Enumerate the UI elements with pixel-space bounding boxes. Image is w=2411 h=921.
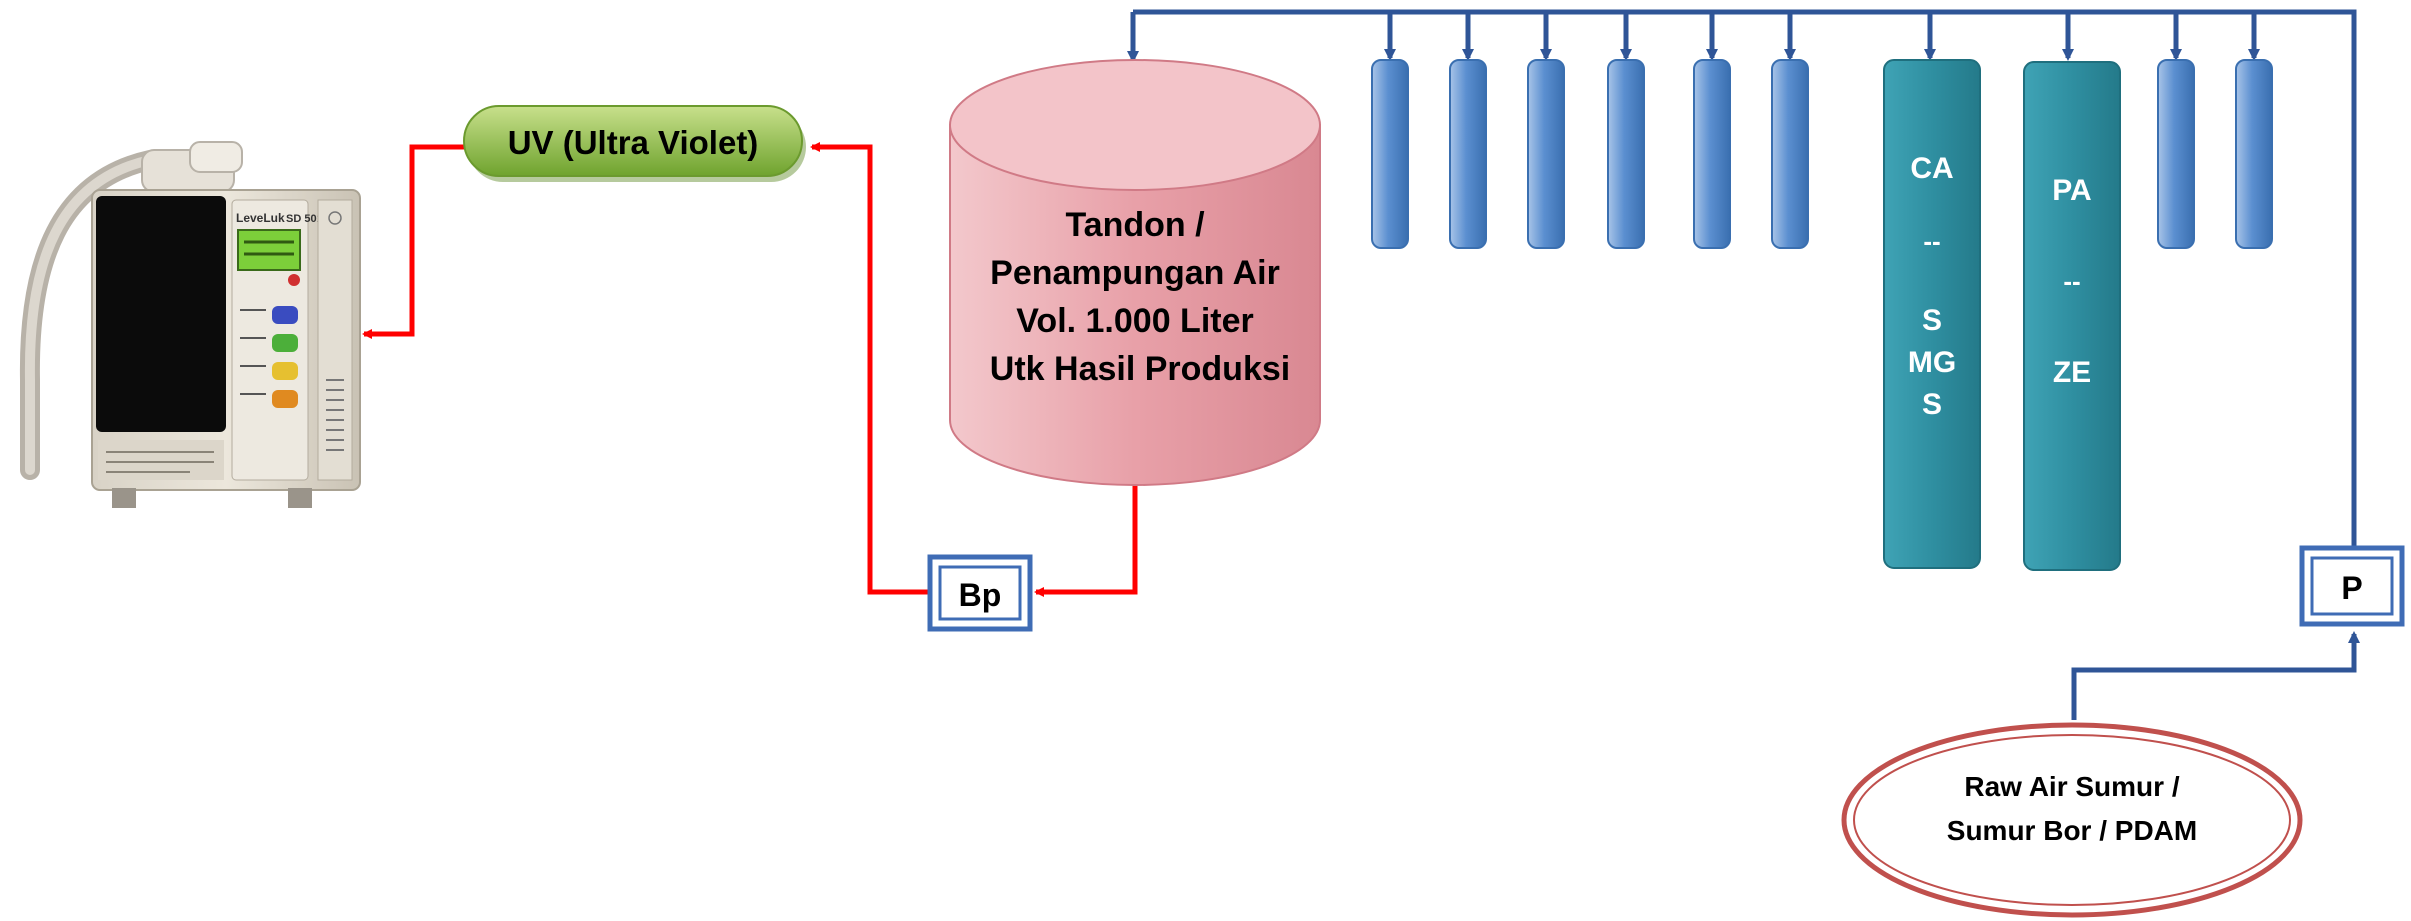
storage-tank: Tandon / Penampungan Air Vol. 1.000 Lite… <box>949 59 1321 486</box>
ionizer-brand: LeveLuk <box>236 211 285 225</box>
tank-label-line-1: Tandon / <box>1065 206 1205 244</box>
ionizer-foot-right <box>288 488 312 508</box>
filter-housing-6 <box>1771 59 1809 249</box>
tank-top <box>949 59 1321 191</box>
filter-housing-5 <box>1693 59 1731 249</box>
filter-ca-line-2: -- <box>1923 226 1940 256</box>
tank-to-bp-pipe <box>1034 485 1138 597</box>
filter-housing-4 <box>1607 59 1645 249</box>
filter-pa-line-2: -- <box>2063 266 2080 296</box>
raw-water-piping <box>1127 9 2360 720</box>
filter-housing-3 <box>1527 59 1565 249</box>
filter-housing-2 <box>1449 59 1487 249</box>
ionizer-green-button <box>272 334 298 352</box>
uv-capsule <box>463 105 803 177</box>
filter-housing-9 <box>2157 59 2195 249</box>
raw-water-source: Raw Air Sumur / Sumur Bor / PDAM <box>1841 722 2303 918</box>
filter-housing-10 <box>2235 59 2273 249</box>
bp-to-uv-pipe <box>810 142 930 595</box>
filter-pa-housing <box>2023 61 2121 571</box>
ionizer-power-button <box>288 274 300 286</box>
filter-ca-line-1: CA <box>1910 152 1953 185</box>
ionizer-foot-left <box>112 488 136 508</box>
ionizer-black-panel <box>96 196 226 432</box>
water-ionizer-machine: LeveLuk SD 501 <box>19 141 361 508</box>
filter-ca-housing <box>1883 59 1981 569</box>
booster-pump-label: Bp <box>959 577 1002 613</box>
tank-label-line-2: Penampungan Air <box>990 254 1280 292</box>
tank-label-line-4: Utk Hasil Produksi <box>990 350 1290 388</box>
small-filters <box>1371 59 2273 249</box>
booster-pump: Bp <box>927 554 1033 632</box>
filter-ca-line-5: S <box>1922 388 1942 421</box>
ionizer-orange-button <box>272 390 298 408</box>
filter-pa-line-1: PA <box>2052 174 2091 207</box>
filter-ca-sms: CA -- S MG S <box>1883 59 1981 569</box>
filter-ca-line-4: MG <box>1908 346 1956 379</box>
feed-pump-label: P <box>2341 570 2362 606</box>
source-label-line-1: Raw Air Sumur / <box>1964 771 2179 802</box>
ionizer-lcd <box>237 229 301 271</box>
filter-pa-ze: PA -- ZE <box>2023 61 2121 571</box>
source-to-pump-pipe <box>2071 631 2360 720</box>
uv-label: UV (Ultra Violet) <box>508 124 759 161</box>
main-header-pipe <box>1133 9 2357 578</box>
feed-pump: P <box>2299 545 2405 627</box>
filter-housing-1 <box>1371 59 1409 249</box>
filter-ca-line-3: S <box>1922 304 1942 337</box>
ionizer-yellow-button <box>272 362 298 380</box>
ionizer-model: SD 501 <box>286 213 323 225</box>
uv-unit: UV (Ultra Violet) <box>463 105 806 182</box>
uv-to-ionizer-pipe <box>362 144 466 339</box>
product-water-piping <box>362 142 1138 597</box>
source-label-line-2: Sumur Bor / PDAM <box>1947 815 2197 846</box>
tank-label-line-3: Vol. 1.000 Liter <box>1016 302 1253 340</box>
filter-pa-line-3: ZE <box>2053 356 2091 389</box>
ionizer-blue-button <box>272 306 298 324</box>
